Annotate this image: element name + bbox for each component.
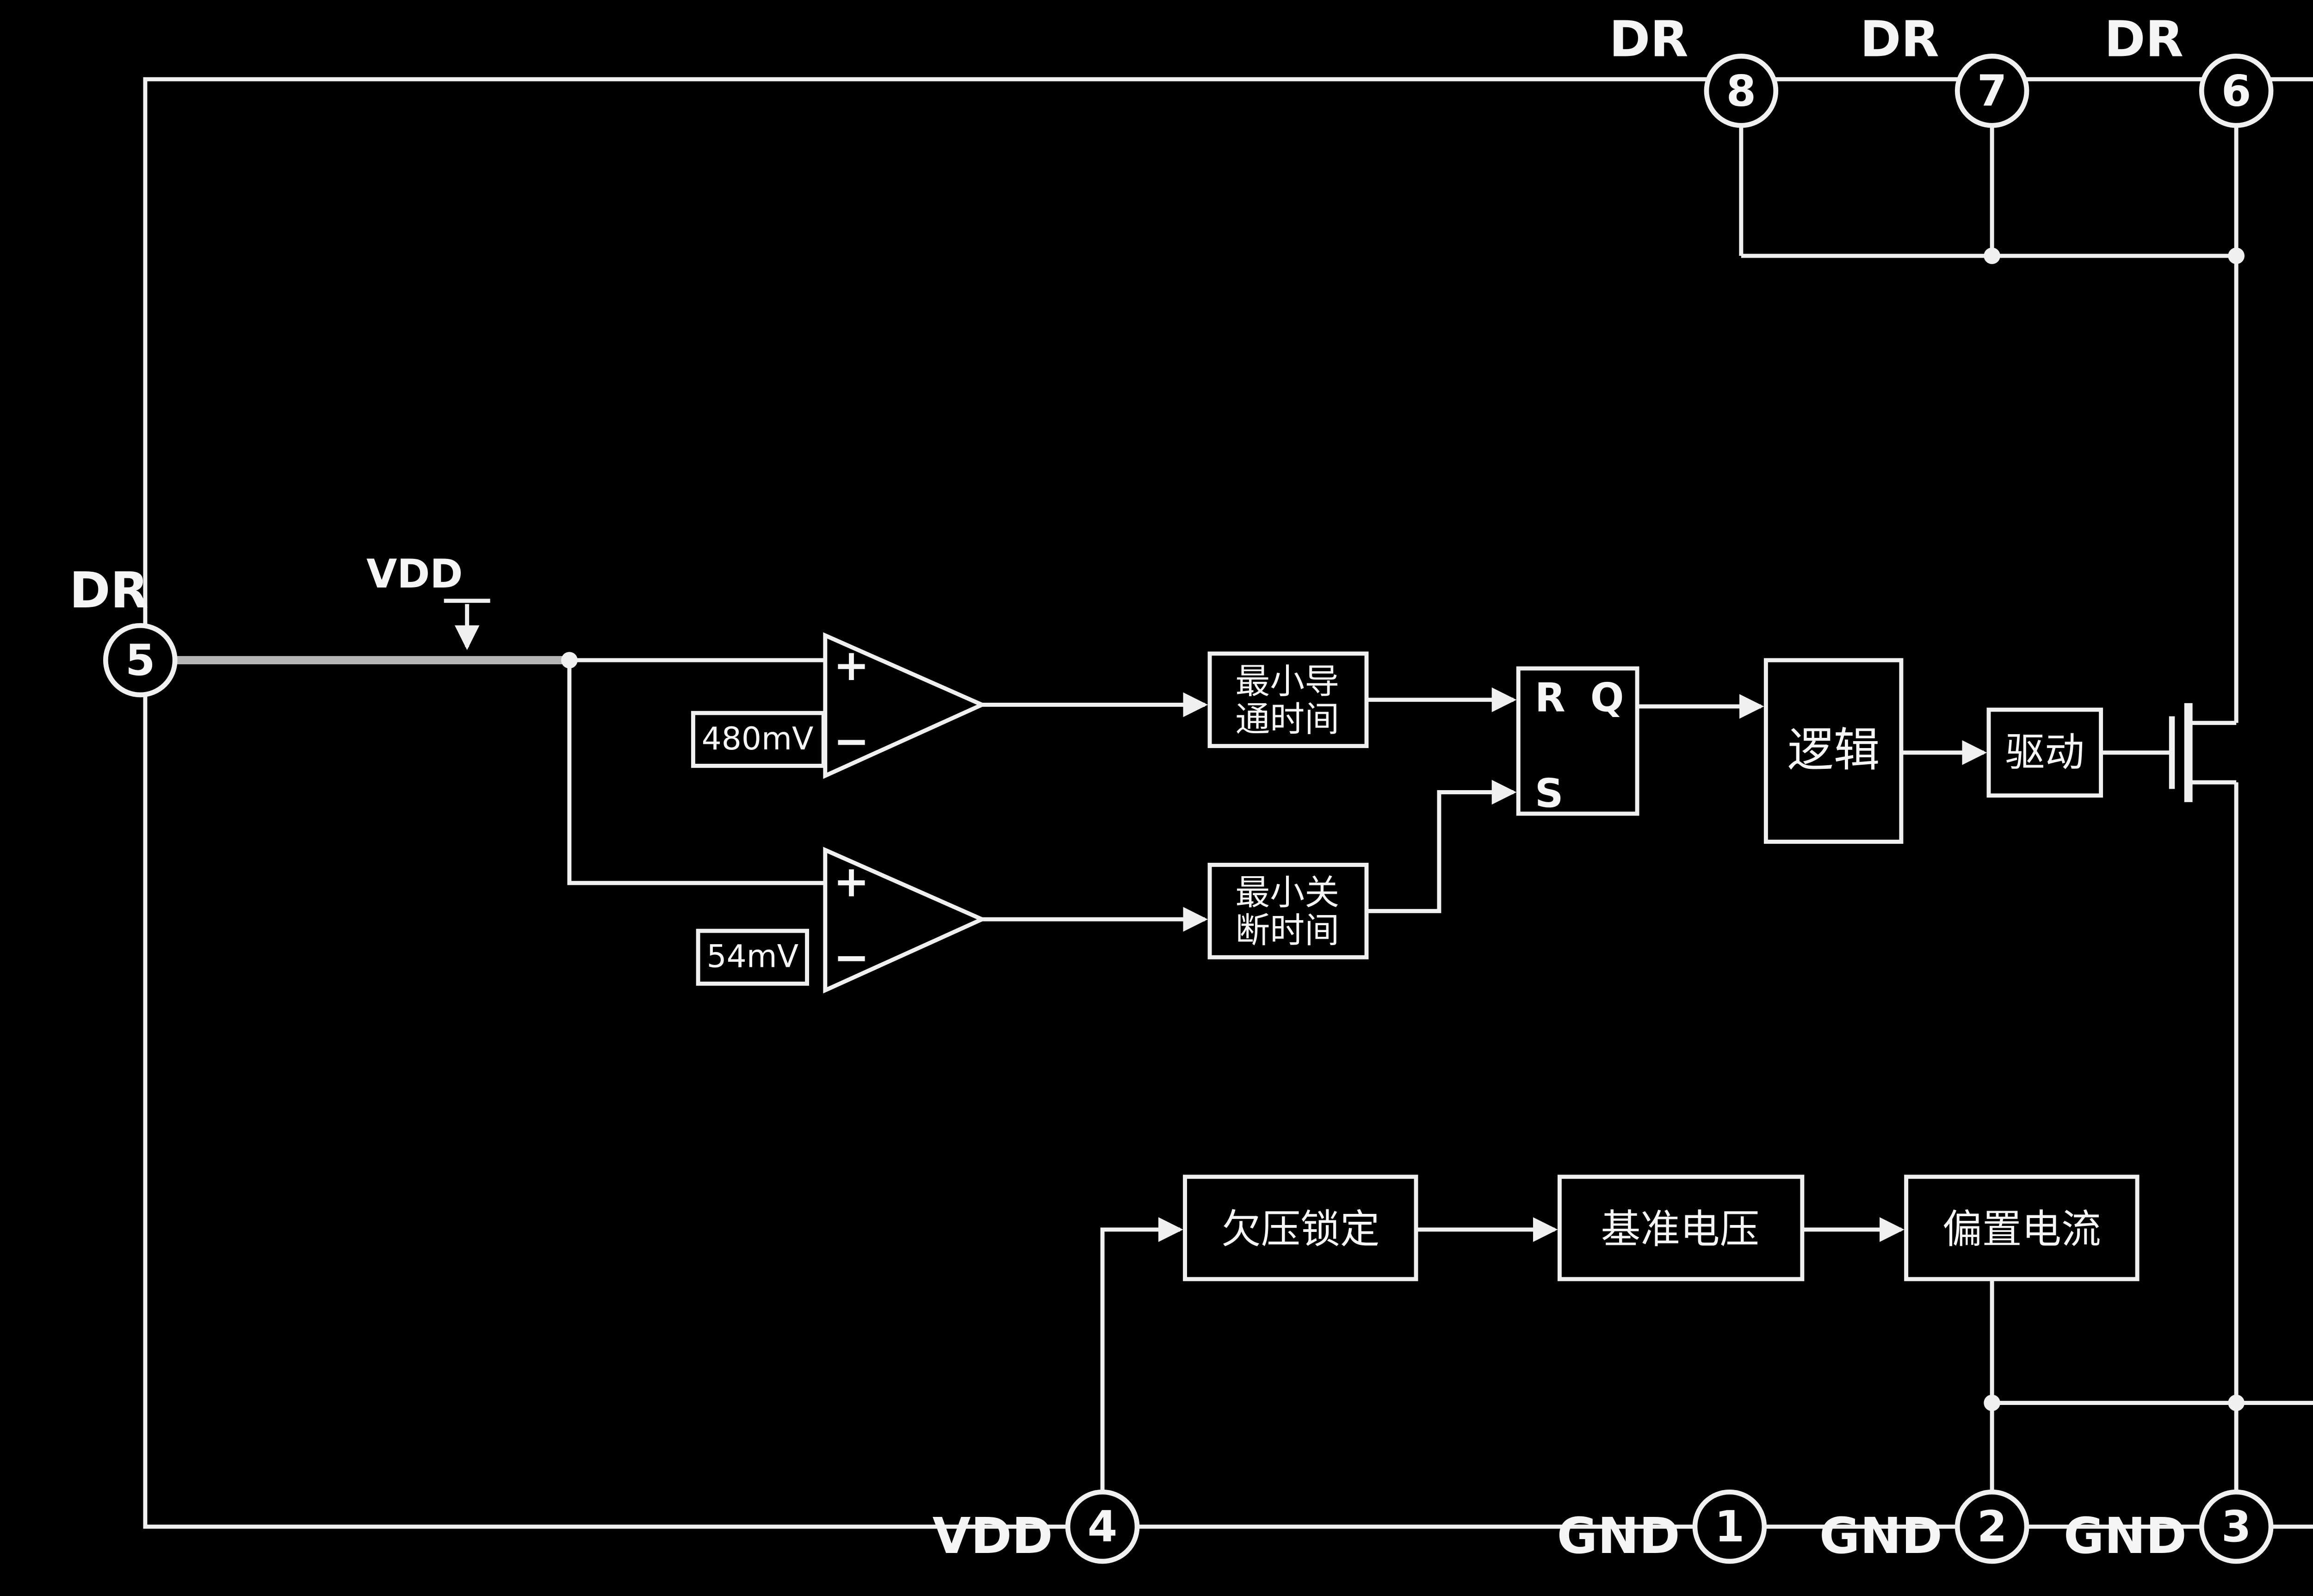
latch-outline bbox=[1516, 666, 1639, 816]
pin-pad-circle bbox=[1954, 1489, 2029, 1564]
block-min-on-time: 最小导 通时间 bbox=[1207, 651, 1369, 749]
latch-r-label: R bbox=[1535, 675, 1565, 721]
reference-value: 480mV bbox=[702, 720, 814, 757]
wire-minoff-to-s bbox=[1367, 779, 1517, 913]
pin-number: 8 bbox=[1726, 66, 1756, 116]
pin-dr-5: DR 5 bbox=[69, 562, 178, 698]
pin-gnd-2: GND 2 bbox=[1819, 1489, 2029, 1565]
pin-dr-7: DR 7 bbox=[1860, 11, 2029, 128]
pin-pad-circle bbox=[1692, 1489, 1767, 1564]
wire-vdd-to-uvlo bbox=[1100, 1217, 1183, 1492]
pin-number: 7 bbox=[1977, 66, 2007, 116]
block-label-line1: 最小关 bbox=[1235, 872, 1339, 913]
pin-label: GND bbox=[2064, 1508, 2187, 1565]
comparator-top: + − 480mV bbox=[691, 632, 987, 779]
pin-pad-circle bbox=[1954, 53, 2029, 128]
junction-dot bbox=[1984, 247, 2000, 264]
block-outline bbox=[1557, 1175, 1805, 1281]
pin-pad-circle bbox=[103, 623, 178, 698]
pin-label: GND bbox=[1819, 1508, 1942, 1565]
block-label: 基准电压 bbox=[1601, 1206, 1759, 1252]
latch-s-label: S bbox=[1535, 771, 1564, 817]
pin-pad-circle bbox=[2199, 53, 2274, 128]
latch-q-label: Q bbox=[1590, 675, 1624, 721]
pin-number: 3 bbox=[2221, 1502, 2251, 1552]
block-outline bbox=[1904, 1175, 2140, 1281]
reference-box-480mv bbox=[691, 711, 826, 768]
pin-label: DR bbox=[69, 562, 148, 619]
pin-gnd-1: GND 1 bbox=[1557, 1489, 1767, 1565]
comparator-bottom: + − 54mV bbox=[696, 847, 987, 994]
block-label: 逻辑 bbox=[1787, 723, 1880, 777]
pin-pad-circle bbox=[2199, 1489, 2274, 1564]
wiring bbox=[175, 125, 2313, 1492]
pin-dr-6: DR 6 bbox=[2104, 11, 2274, 128]
rs-latch: R Q S bbox=[1516, 666, 1639, 817]
reference-box-54mv bbox=[696, 928, 810, 986]
comparator-minus-sign: − bbox=[834, 716, 870, 766]
block-label-line1: 最小导 bbox=[1235, 661, 1339, 701]
pin-label: VDD bbox=[933, 1508, 1053, 1565]
reference-value: 54mV bbox=[707, 938, 799, 975]
pin-label: DR bbox=[1609, 11, 1688, 68]
block-label: 偏置电流 bbox=[1942, 1206, 2101, 1252]
pin-number: 6 bbox=[2221, 66, 2251, 116]
block-outline bbox=[1207, 651, 1369, 749]
pin-pad-circle bbox=[1704, 53, 1779, 128]
pin-pad-circle bbox=[1065, 1489, 1140, 1564]
block-driver: 驱动 bbox=[1986, 707, 2103, 798]
pin-gnd-3: GND 3 bbox=[2064, 1489, 2274, 1565]
block-label: 驱动 bbox=[2005, 730, 2084, 775]
pin-label: GND bbox=[1557, 1508, 1680, 1565]
pin-number: 2 bbox=[1977, 1502, 2007, 1552]
block-bias: 偏置电流 bbox=[1904, 1175, 2140, 1281]
block-reference: 基准电压 bbox=[1557, 1175, 1805, 1281]
block-label-line2: 断时间 bbox=[1235, 910, 1339, 951]
block-logic: 逻辑 bbox=[1763, 658, 1904, 844]
power-mosfet bbox=[2169, 703, 2239, 1403]
pin-number: 4 bbox=[1088, 1502, 1118, 1552]
pin-label: DR bbox=[2104, 11, 2183, 68]
pin-number: 5 bbox=[125, 635, 155, 685]
ic-boundary bbox=[143, 77, 2313, 1529]
block-min-off-time: 最小关 断时间 bbox=[1207, 863, 1369, 959]
block-label: 欠压锁定 bbox=[1221, 1206, 1379, 1252]
pin-label: DR bbox=[1860, 11, 1939, 68]
comparator-plus-sign: + bbox=[834, 856, 870, 906]
pin-vdd: VDD 4 bbox=[933, 1489, 1140, 1565]
block-label-line2: 通时间 bbox=[1235, 699, 1339, 740]
pin-dr-8: DR 8 bbox=[1609, 11, 1779, 128]
block-outline bbox=[1763, 658, 1904, 844]
junction-dot bbox=[1984, 1394, 2000, 1411]
junction-dot bbox=[561, 652, 578, 668]
block-outline bbox=[1183, 1175, 1418, 1281]
comparator-symbol bbox=[823, 847, 987, 994]
vdd-tap: VDD bbox=[366, 551, 490, 650]
junction-dot bbox=[2228, 247, 2245, 264]
wire-comp2-plus-input bbox=[567, 660, 825, 885]
vdd-tap-label: VDD bbox=[366, 551, 463, 597]
block-outline bbox=[1986, 707, 2103, 798]
comparator-plus-sign: + bbox=[834, 640, 870, 690]
block-uvlo: 欠压锁定 bbox=[1183, 1175, 1418, 1281]
comparator-symbol bbox=[823, 632, 987, 779]
comparator-minus-sign: − bbox=[834, 932, 870, 982]
pin-number: 1 bbox=[1715, 1502, 1745, 1552]
block-outline bbox=[1207, 863, 1369, 959]
